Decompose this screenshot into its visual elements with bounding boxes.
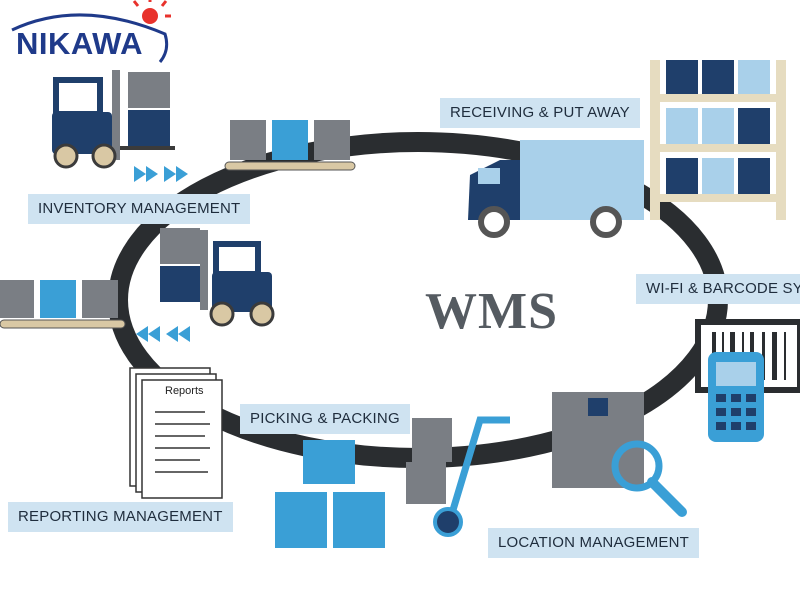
label-location: LOCATION MANAGEMENT (488, 528, 700, 558)
left-conveyor-icon (0, 280, 126, 329)
forklift-icon (52, 70, 175, 169)
arrow-right-icon (134, 166, 188, 182)
logo-sun-icon (132, 0, 171, 24)
label-inventory: INVENTORY MANAGEMENT (28, 194, 251, 224)
reports-document-icon (129, 367, 223, 499)
label-receiving: RECEIVING & PUT AWAY (440, 98, 640, 128)
hand-truck-icon (406, 416, 510, 537)
brand-logo: NIKAWA (16, 26, 143, 61)
forklift-small-icon (160, 228, 275, 327)
barcode-scanner-icon (695, 319, 800, 442)
label-picking: PICKING & PACKING (240, 404, 410, 434)
label-reporting: REPORTING MANAGEMENT (8, 502, 233, 532)
logo-swoosh-icon (11, 13, 169, 63)
truck-icon (468, 140, 644, 238)
storage-rack-icon (650, 60, 786, 220)
label-wifi-barcode: WI-FI & BARCODE SY (636, 274, 800, 304)
packing-boxes-icon (275, 440, 385, 548)
location-box-icon (552, 392, 644, 488)
arrow-left-icon (136, 326, 190, 342)
reports-doc-title: Reports (165, 385, 204, 397)
center-title: WMS (425, 283, 558, 340)
magnifier-icon (611, 440, 687, 517)
top-conveyor-icon (224, 120, 356, 171)
